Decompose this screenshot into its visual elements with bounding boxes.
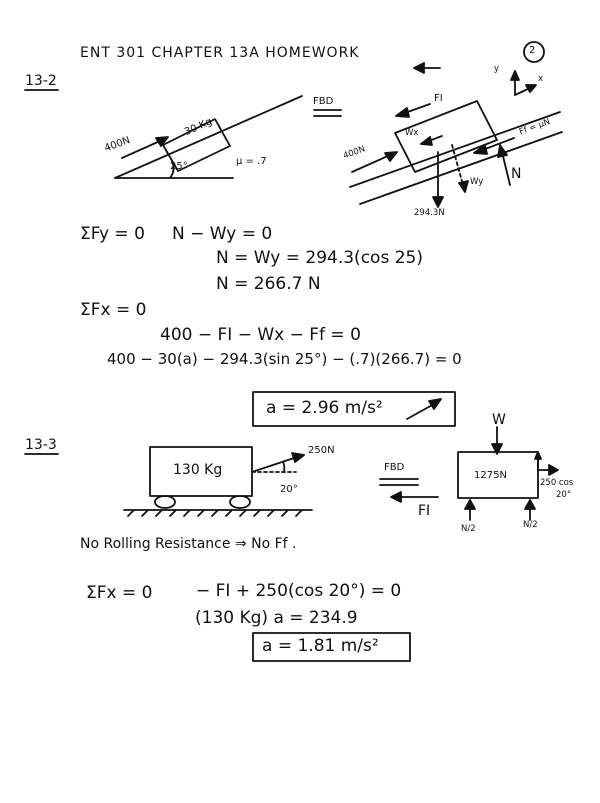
fbd-fi-label-13-3: FI [418, 503, 431, 519]
no-rolling-note: No Rolling Resistance ⇒ No Ff . [80, 536, 297, 552]
answer-box-13-3 [252, 632, 411, 662]
fbd-label-13-3: FBD [384, 462, 405, 473]
cart-force-label: 250N [308, 445, 335, 456]
fbd-pull-line2: 20° [556, 490, 572, 500]
page-number: 2 [529, 45, 536, 56]
incline-sketch-13-2 [114, 95, 303, 179]
fbd-w-label: W [492, 412, 506, 428]
answer-arrow-13-2 [406, 398, 442, 420]
fbd-weight-label-13-3: 1275N [474, 470, 507, 481]
sketch-mu-label: μ = .7 [236, 156, 267, 167]
equation-13-3-line2: (130 Kg) a = 234.9 [195, 608, 358, 628]
answer-box-13-2 [252, 391, 456, 427]
equation-n-line1: N − Wy = 0 [172, 224, 273, 244]
fbd-label-13-2: FBD [313, 96, 334, 107]
cart-sketch-13-3 [123, 446, 313, 517]
answer-13-3: a = 1.81 m/s² [262, 636, 379, 656]
answer-13-2: a = 2.96 m/s² [266, 398, 383, 418]
fbd-wx-label: Wx [405, 128, 419, 138]
equation-sum-fx: ΣFx = 0 [80, 300, 147, 320]
fbd-weight-label: 294.3N [414, 208, 445, 218]
problem-label-13-2: 13-2 [25, 73, 57, 89]
equation-n-line2: N = Wy = 294.3(cos 25) [216, 248, 423, 268]
fbd-pull-line1: 250 cos [540, 478, 574, 488]
equation-sum-fy: ΣFy = 0 [80, 224, 145, 244]
axis-y-label: y [494, 64, 500, 74]
cart-mass-label: 130 Kg [173, 462, 223, 478]
fbd-13-3 [379, 426, 559, 521]
equation-13-3-line1: − FI + 250(cos 20°) = 0 [196, 581, 402, 601]
equation-fx-line2: 400 − 30(a) − 294.3(sin 25°) − (.7)(266.… [107, 350, 462, 368]
fbd-n-label: N [511, 166, 522, 182]
cart-angle-label: 20° [280, 484, 298, 495]
fbd-normal-left: N/2 [461, 524, 476, 534]
axis-x-label: x [538, 74, 544, 84]
problem-label-13-3: 13-3 [25, 437, 57, 453]
equation-fx-line1: 400 − FI − Wx − Ff = 0 [160, 325, 361, 345]
fbd-13-2 [313, 62, 563, 208]
sketch-angle-label: 25° [170, 161, 188, 172]
page-number-circle [523, 41, 545, 63]
page-title: ENT 301 CHAPTER 13A HOMEWORK [80, 45, 360, 61]
fbd-fi-label: FI [434, 93, 443, 104]
equation-sum-fx-13-3: ΣFx = 0 [86, 583, 153, 603]
equation-n-line3: N = 266.7 N [216, 274, 321, 294]
fbd-wy-label: Wy [470, 177, 484, 187]
fbd-normal-right: N/2 [523, 520, 538, 530]
